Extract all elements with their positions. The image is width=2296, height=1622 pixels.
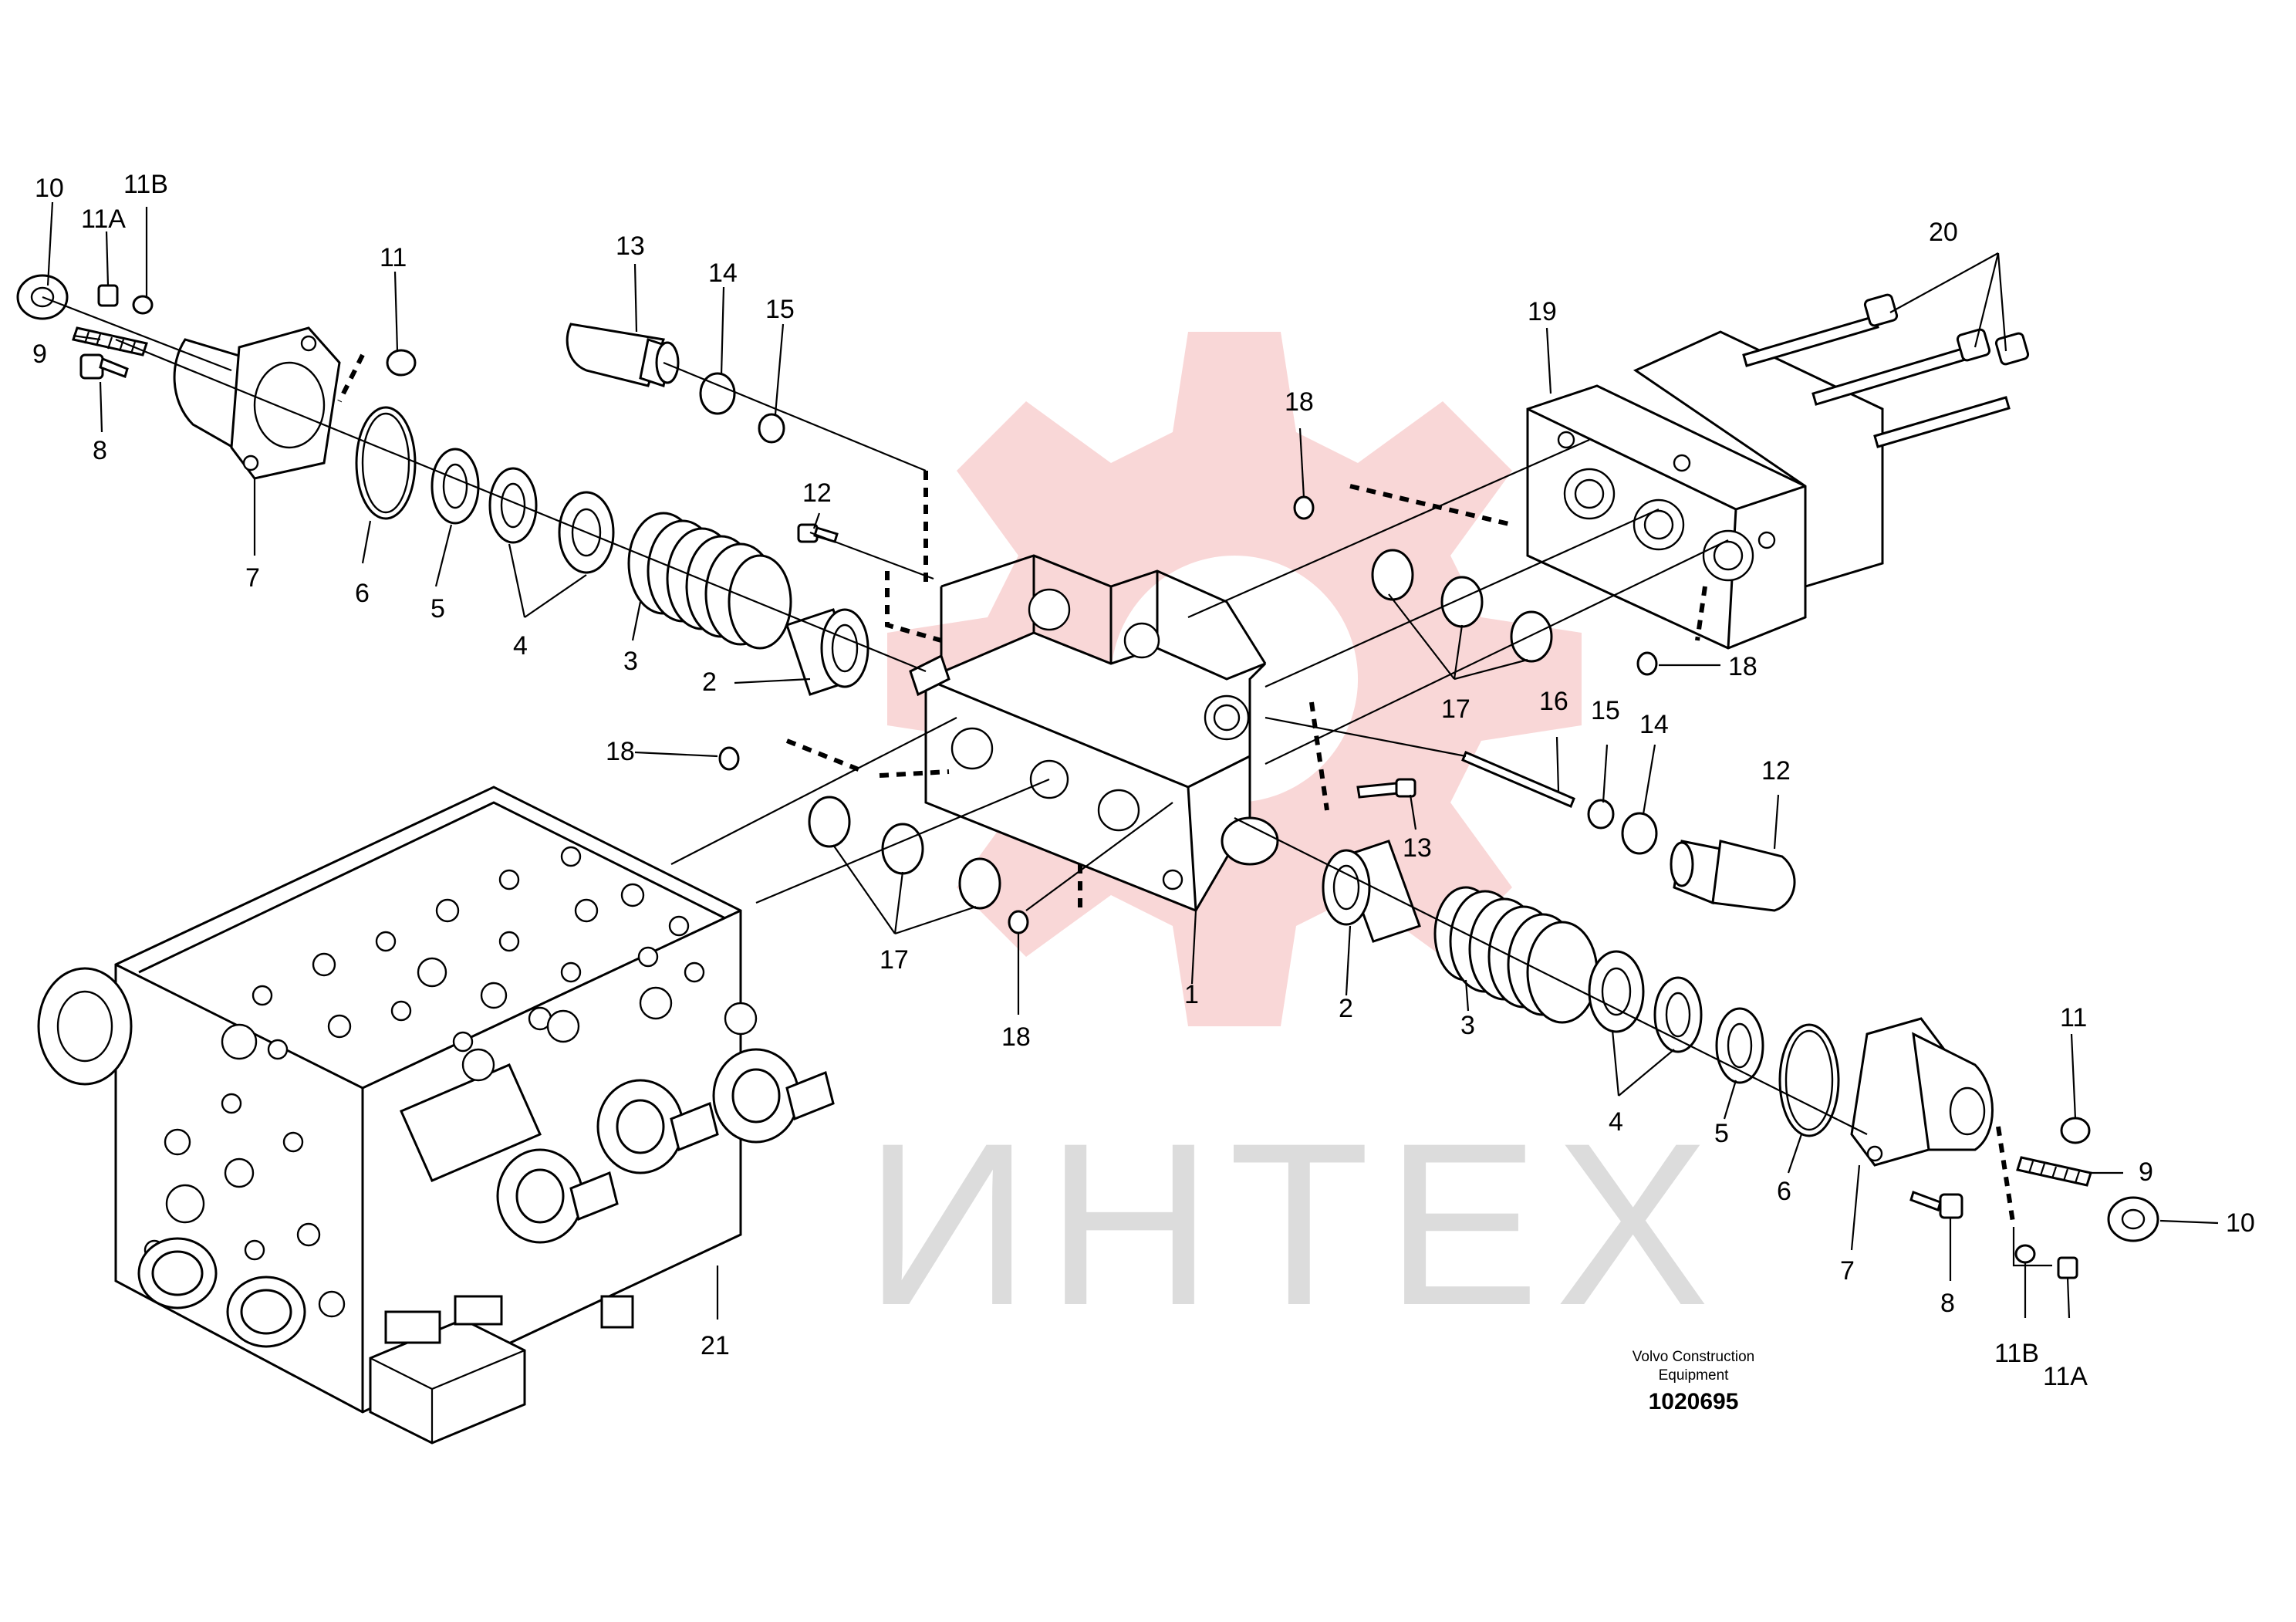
front-plug-icon	[137, 1237, 306, 1348]
callout-1: 1	[1184, 980, 1199, 1009]
bolts-20	[1742, 293, 2030, 448]
callout-18-right: 18	[1728, 652, 1757, 681]
callout-4-right: 4	[1609, 1107, 1623, 1137]
left-valve-13	[566, 323, 680, 387]
right-stud-9	[2016, 1156, 2092, 1187]
left-screw-12	[797, 523, 839, 543]
callout-11b-right: 11B	[1994, 1339, 2039, 1368]
electrical-connector-icon	[369, 1295, 634, 1445]
left-washer-5	[430, 448, 480, 525]
callout-9-right: 9	[2139, 1157, 2153, 1187]
top-hole-pattern	[252, 846, 705, 1060]
left-spring-3	[627, 512, 792, 650]
callout-12-right: 12	[1761, 756, 1791, 786]
right-bolt-8	[1909, 1191, 1963, 1219]
o-ring-17-group	[808, 549, 1553, 910]
right-spring-3	[1433, 886, 1599, 1024]
callout-16: 16	[1539, 687, 1568, 716]
callout-9: 9	[32, 340, 47, 369]
right-shim-4	[1588, 950, 1703, 1053]
callout-13-right: 13	[1403, 833, 1432, 863]
left-spring-seat-2	[785, 608, 869, 696]
callout-2: 2	[702, 667, 717, 697]
callout-18-left: 18	[606, 737, 635, 766]
callout-6: 6	[355, 579, 370, 608]
left-bolt-8	[79, 353, 129, 380]
callout-5-right: 5	[1714, 1119, 1729, 1148]
left-washer-11b	[132, 295, 154, 315]
left-cover-7	[173, 326, 341, 480]
callout-11-right: 11	[2060, 1003, 2087, 1032]
right-o-ring-14	[1621, 812, 1658, 855]
watermark-text: ИНТЕХ	[864, 1094, 1725, 1353]
callout-10: 10	[35, 174, 64, 203]
right-o-ring-15	[1587, 799, 1615, 830]
caption-number: 1020695	[1649, 1389, 1739, 1414]
callout-18-top: 18	[1285, 387, 1314, 417]
callout-10-right: 10	[2226, 1208, 2255, 1238]
callout-3: 3	[623, 647, 638, 676]
callout-21: 21	[701, 1331, 730, 1360]
callout-11a-right: 11A	[2043, 1362, 2088, 1391]
callout-11b: 11B	[123, 170, 168, 199]
left-stud-9	[72, 326, 148, 357]
callout-3-right: 3	[1460, 1011, 1475, 1040]
callout-8-right: 8	[1940, 1289, 1955, 1318]
end-cover-19	[1526, 330, 1884, 650]
callout-18-bottom: 18	[1001, 1022, 1031, 1052]
right-screw-11a	[2057, 1256, 2078, 1279]
right-plug-11	[2060, 1117, 2091, 1144]
caption-line1: Volvo Construction	[1633, 1349, 1754, 1365]
callout-14-right: 14	[1639, 710, 1669, 739]
caption-block: Volvo Construction Equipment 1020695	[1633, 1349, 1754, 1414]
callout-labels: 10 11B 11A 9 8 11 7 6 5 4 3 2 13 14 15 1…	[32, 170, 2255, 1391]
left-o-ring-14	[699, 372, 736, 415]
left-screw-11a	[97, 284, 119, 307]
right-washer-11b	[2014, 1244, 2036, 1264]
main-valve-block-21	[37, 786, 835, 1445]
callout-20: 20	[1929, 218, 1958, 247]
callout-17-lower: 17	[880, 945, 909, 975]
callout-19: 19	[1528, 297, 1557, 326]
callout-11a: 11A	[81, 204, 126, 234]
callout-14: 14	[708, 259, 738, 288]
callout-12: 12	[802, 478, 832, 508]
right-o-ring-6	[1778, 1023, 1840, 1137]
section-block-1	[909, 554, 1279, 912]
right-pin-16	[1461, 751, 1575, 808]
callout-6-right: 6	[1777, 1177, 1791, 1206]
callout-15-right: 15	[1591, 696, 1620, 725]
left-o-ring-6	[355, 406, 417, 520]
assembly-lines	[42, 296, 2052, 1267]
o-ring-18-group	[718, 495, 1658, 934]
left-shim-4	[488, 467, 615, 574]
callout-8: 8	[93, 436, 107, 465]
left-o-ring-15	[758, 413, 785, 444]
right-valve-12	[1670, 840, 1796, 912]
solenoid-cartridge-icon	[400, 986, 835, 1244]
callout-7-right: 7	[1840, 1256, 1855, 1286]
callout-15: 15	[765, 295, 795, 324]
caption-line2: Equipment	[1659, 1367, 1730, 1384]
callout-5: 5	[430, 594, 445, 623]
callout-17-upper: 17	[1441, 694, 1470, 724]
callout-2-right: 2	[1339, 994, 1353, 1023]
callout-7: 7	[245, 563, 260, 593]
right-cover-7	[1850, 1017, 1994, 1167]
callout-leaders	[46, 201, 2219, 1320]
right-cap-nut-10	[2107, 1196, 2159, 1242]
callout-13: 13	[616, 231, 645, 261]
left-plug-11	[386, 349, 417, 377]
callout-4: 4	[513, 631, 528, 661]
callout-11: 11	[380, 243, 407, 272]
right-screw-13	[1356, 778, 1416, 799]
